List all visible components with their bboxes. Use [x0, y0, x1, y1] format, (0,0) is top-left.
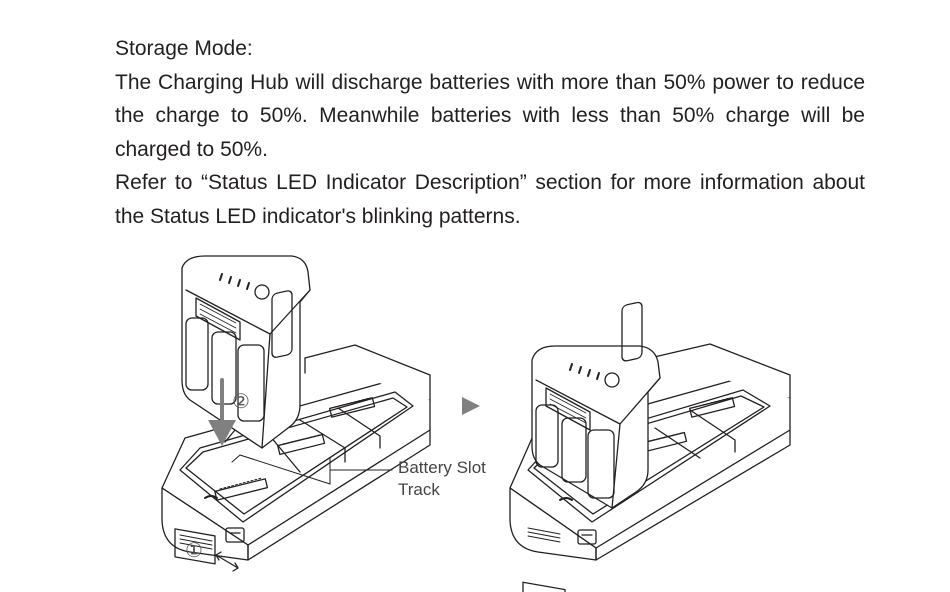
battery-left [181, 255, 311, 449]
charging-hub-right [509, 343, 791, 592]
usb-port [522, 581, 566, 592]
switch-slide-arrow [215, 554, 239, 569]
slot-connector [214, 397, 376, 501]
dji-logo [559, 497, 573, 501]
usb-port [174, 528, 216, 565]
storage-mode-description: The Charging Hub will discharge batterie… [115, 70, 865, 161]
mode-switch [577, 529, 597, 545]
step-2-marker: ② [232, 391, 250, 413]
instruction-text: Storage Mode: The Charging Hub will disc… [115, 32, 865, 233]
battery-right [531, 301, 661, 509]
led-reference-note: Refer to “Status LED Indicator Descripti… [115, 171, 865, 228]
dji-logo [204, 495, 218, 499]
battery-slot-track-callout [231, 454, 393, 485]
step-1-marker: ① [185, 540, 203, 562]
callout-label-line2: Track [398, 480, 440, 499]
callout-label-line1: Battery Slot [398, 458, 486, 477]
section-heading: Storage Mode: [115, 37, 253, 60]
next-step-arrow [462, 397, 480, 415]
charging-hub-left [161, 344, 431, 572]
insert-arrow [208, 378, 236, 446]
mode-switch [225, 527, 245, 543]
